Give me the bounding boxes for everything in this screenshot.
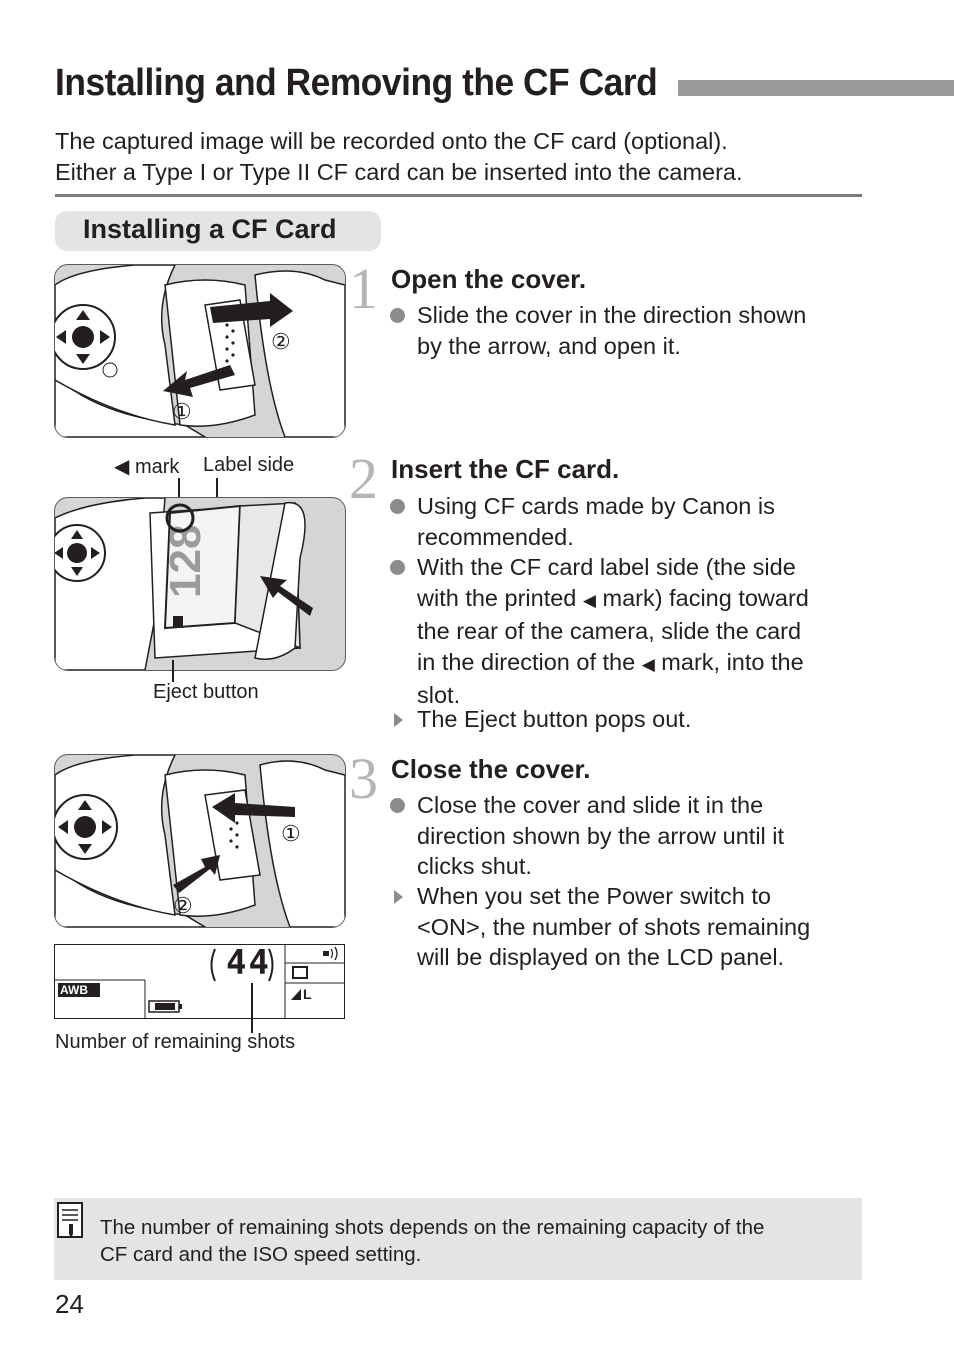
step-number: 3 [349,746,378,811]
mark-leader-line [178,478,180,506]
result-triangle-icon [394,713,403,727]
memo-icon [57,1202,83,1238]
eject-button-label: Eject button [153,681,259,703]
item-line: The Eject button pops out. [417,706,692,732]
step-title: Open the cover. [391,264,587,294]
item-line: clicks shut. [417,853,532,879]
item-line: will be displayed on the LCD panel. [417,944,785,970]
item-line: by the arrow, and open it. [417,332,681,359]
section-heading: Installing a CF Card [83,214,337,244]
section-divider [55,194,862,197]
item-line: Slide the cover in the direction shown [417,302,807,328]
note-line: CF card and the ISO speed setting. [100,1243,422,1266]
callout-circle-1: ① [281,821,301,846]
camera-open-cover-illustration [55,265,345,437]
step-title: Insert the CF card. [391,454,620,484]
step-bullet-item: Using CF cards made by Canon is recommen… [390,491,870,552]
step-number: 2 [349,446,378,511]
callout-circle-1: ① [172,399,192,424]
note-text: The number of remaining shots depends on… [100,1214,764,1268]
bullet-icon [390,798,405,813]
item-line: Using CF cards made by Canon is [417,493,775,519]
step-result-item: The Eject button pops out. [390,704,870,735]
callout-circle-2: ② [271,329,291,354]
label-side-label: Label side [203,454,295,476]
camera-close-cover-illustration [55,755,345,927]
intro-line: Either a Type I or Type II CF card can b… [55,159,743,185]
item-line: slot. [417,682,461,708]
lcd-panel: 44 AWB L [54,943,345,1019]
step-bullet-item: Close the cover and slide it in the dire… [390,790,870,882]
step-result-item: When you set the Power switch to <ON>, t… [390,881,870,973]
item-line: with the printed ◀ mark) facing toward [417,584,809,611]
lcd-panel-graphic [55,945,344,1018]
shots-leader-line [251,983,253,1033]
item-line: direction shown by the arrow until it [417,822,785,849]
section-heading-background [55,211,381,251]
awb-indicator: AWB [60,983,88,997]
step-title: Close the cover. [391,754,591,784]
step-number: 1 [349,256,378,321]
step-bullet-item: With the CF card label side (the side wi… [390,552,870,711]
item-line: recommended. [417,523,574,550]
bullet-icon [390,560,405,575]
bullet-icon [390,308,405,323]
intro-paragraph: The captured image will be recorded onto… [55,126,743,188]
item-line: When you set the Power switch to [417,883,771,909]
callout-circle-2: ② [173,893,193,918]
item-line: in the direction of the ◀ mark, into the [417,648,804,675]
remaining-shots-caption: Number of remaining shots [55,1031,296,1053]
intro-line: The captured image will be recorded onto… [55,128,728,154]
note-line: The number of remaining shots depends on… [100,1216,765,1239]
item-line: Close the cover and slide it in the [417,792,764,818]
item-line: With the CF card label side (the side [417,554,796,580]
mark-label: ◀ mark [114,456,180,478]
figure-open-cover: ① ② [54,264,346,438]
eject-leader-line [172,660,174,682]
camera-insert-card-illustration: 128 [55,498,313,670]
svg-text:128: 128 [161,525,210,598]
result-triangle-icon [394,890,403,904]
item-line: the rear of the camera, slide the card [417,618,802,644]
title-decoration-bar [678,80,954,96]
bullet-icon [390,499,405,514]
page-number: 24 [55,1289,84,1319]
remaining-shots-count: 44 [226,943,271,983]
figure-close-cover: ① ② [54,754,346,928]
page-title: Installing and Removing the CF Card [55,62,658,104]
step-bullet-item: Slide the cover in the direction shown b… [390,300,870,361]
note-box [54,1198,862,1280]
figure-insert-card: 128 [54,497,346,671]
quality-indicator: L [303,986,312,1002]
item-line: <ON>, the number of shots remaining [417,913,811,940]
